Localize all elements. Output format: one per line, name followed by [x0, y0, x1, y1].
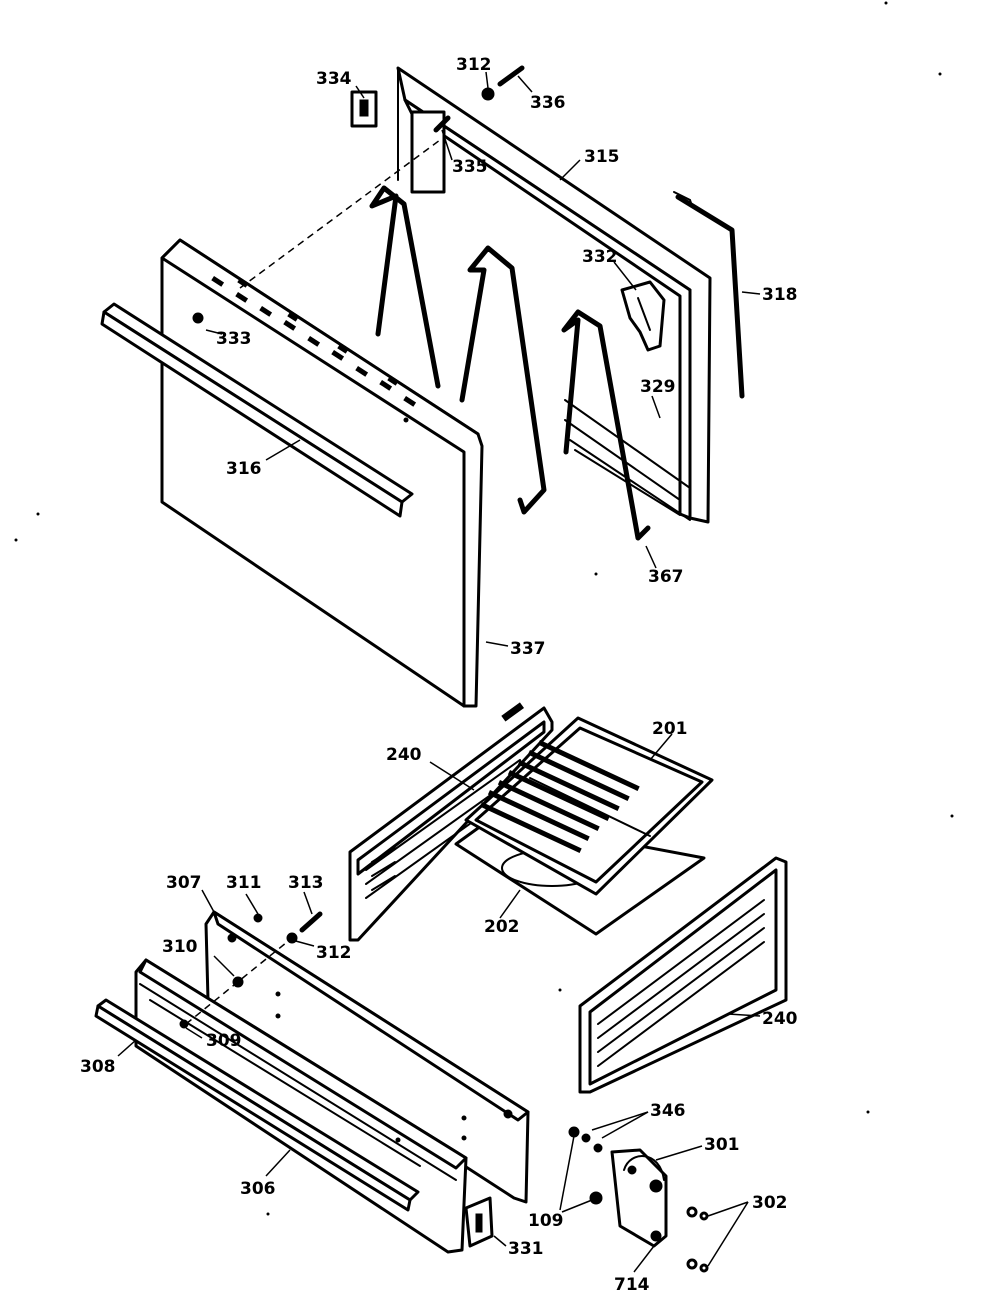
callout-306: 306	[240, 1179, 276, 1199]
roller-bracket-301	[610, 1148, 668, 1248]
callout-312-top: 312	[456, 55, 492, 75]
callout-334: 334	[316, 69, 352, 89]
callout-714: 714	[614, 1275, 650, 1295]
callout-309: 309	[206, 1031, 242, 1051]
callout-labels: 334 312 336 335 315 332 318 333 329 316 …	[80, 55, 798, 1295]
callout-313: 313	[288, 873, 324, 893]
callout-318: 318	[762, 285, 798, 305]
callout-302: 302	[752, 1193, 788, 1213]
callout-301: 301	[704, 1135, 740, 1155]
screws-311-313	[253, 911, 323, 944]
callout-331: 331	[508, 1239, 544, 1259]
callout-240-top: 240	[386, 745, 422, 765]
callout-337: 337	[510, 639, 546, 659]
leader-lines	[117, 71, 761, 1273]
callout-335: 335	[452, 157, 488, 177]
callout-333: 333	[216, 329, 252, 349]
broiler-grid-201	[464, 716, 714, 896]
callout-312-bottom: 312	[316, 943, 352, 963]
drawer-bracket-331	[464, 1196, 494, 1248]
callout-307: 307	[166, 873, 202, 893]
door-handle-316	[100, 302, 414, 518]
callout-109: 109	[528, 1211, 564, 1231]
door-hinge-springs-367	[369, 185, 651, 541]
callout-201: 201	[652, 719, 688, 739]
callout-202: 202	[484, 917, 520, 937]
door-gasket-318	[673, 191, 745, 399]
callout-346: 346	[650, 1101, 686, 1121]
screws-302	[686, 1206, 709, 1273]
callout-367: 367	[648, 567, 684, 587]
callout-329: 329	[640, 377, 676, 397]
callout-240-bottom: 240	[762, 1009, 798, 1029]
drawer-handle-308	[94, 998, 420, 1212]
callout-310: 310	[162, 937, 198, 957]
alignment-line-door	[239, 139, 441, 289]
scan-specks	[14, 1, 954, 1216]
callout-308: 308	[80, 1057, 116, 1077]
callout-336: 336	[530, 93, 566, 113]
drawer-body-307	[204, 910, 530, 1204]
outer-door-panel-337	[160, 238, 484, 708]
alignment-line-drawer	[185, 937, 293, 1025]
callout-316: 316	[226, 459, 262, 479]
hinge-bracket-332	[620, 280, 666, 352]
drawer-side-panel-240-right	[578, 856, 788, 1094]
callout-315: 315	[584, 147, 620, 167]
screw-335	[433, 115, 451, 133]
drawer-side-panel-240-left	[348, 702, 554, 942]
callout-332: 332	[582, 247, 618, 267]
callout-311: 311	[226, 873, 262, 893]
